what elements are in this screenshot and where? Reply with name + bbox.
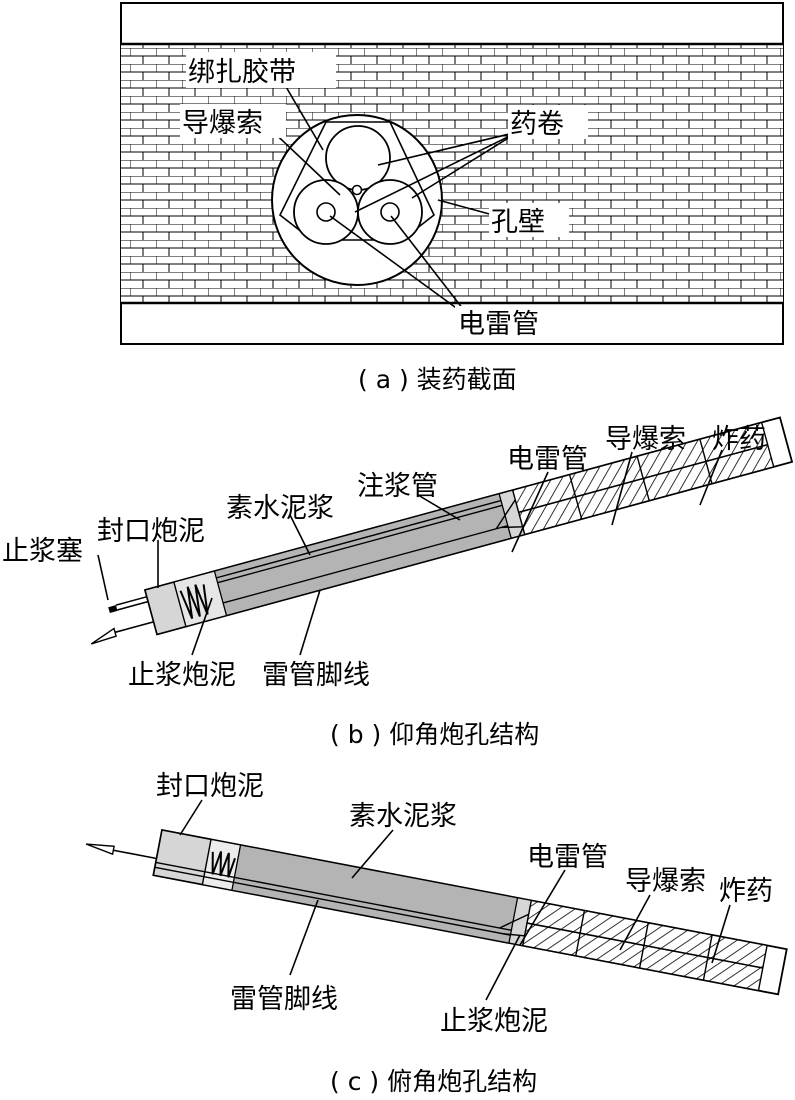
label-detonating-cord-b: 导爆索 [605, 424, 686, 455]
caption-c: ( c ) 俯角炮孔结构 [330, 1067, 537, 1096]
detonator-right [380, 202, 400, 222]
label-cartridge: 药卷 [510, 109, 564, 140]
label-detonating-cord-a: 导爆索 [182, 108, 263, 139]
label-explosive-c: 炸药 [719, 876, 773, 907]
label-stop-stemming-c: 止浆炮泥 [440, 1006, 548, 1037]
label-detonator-b: 电雷管 [507, 444, 588, 475]
label-explosive-b: 炸药 [712, 424, 766, 455]
cartridge-top [325, 125, 391, 191]
label-leg-wire-c: 雷管脚线 [230, 984, 338, 1015]
leg-wire-tip-c [85, 843, 115, 856]
label-seal-stemming-c: 封口炮泥 [156, 771, 264, 802]
detonating-cord-center [351, 184, 363, 196]
caption-a: ( a ) 装药截面 [358, 365, 517, 394]
label-detonator-c: 电雷管 [527, 842, 608, 873]
label-stop-stemming-b: 止浆炮泥 [128, 660, 236, 691]
label-leg-wire-b: 雷管脚线 [262, 660, 370, 691]
label-seal-stemming-b: 封口炮泥 [97, 516, 205, 547]
grout-plug [108, 605, 118, 614]
panel-b-upward-hole: 止浆塞 封口炮泥 素水泥浆 注浆管 电雷管 导爆索 炸药 止浆炮泥 雷管脚线 (… [2, 416, 794, 749]
caption-b: ( b ) 仰角炮孔结构 [330, 720, 539, 749]
label-detonator-a: 电雷管 [458, 309, 539, 340]
label-grout-plug: 止浆塞 [2, 536, 83, 567]
stemming-spring-c [211, 851, 236, 878]
panel-c-downward-hole: 封口炮泥 素水泥浆 电雷管 导爆索 炸药 雷管脚线 止浆炮泥 ( c ) 俯角炮… [85, 771, 788, 1096]
label-detonating-cord-c: 导爆索 [625, 866, 706, 897]
leg-wire-tip-b [90, 627, 117, 645]
label-cement-slurry-b: 素水泥浆 [226, 493, 334, 524]
stemming-spring-b [179, 584, 209, 620]
label-cement-slurry-c: 素水泥浆 [349, 801, 457, 832]
label-hole-wall: 孔壁 [491, 207, 545, 238]
label-grout-pipe: 注浆管 [357, 471, 438, 502]
panel-a-cross-section: 绑扎胶带 导爆索 药卷 孔壁 电雷管 ( a ) 装药截面 [120, 2, 784, 394]
label-binding-tape: 绑扎胶带 [188, 57, 296, 88]
